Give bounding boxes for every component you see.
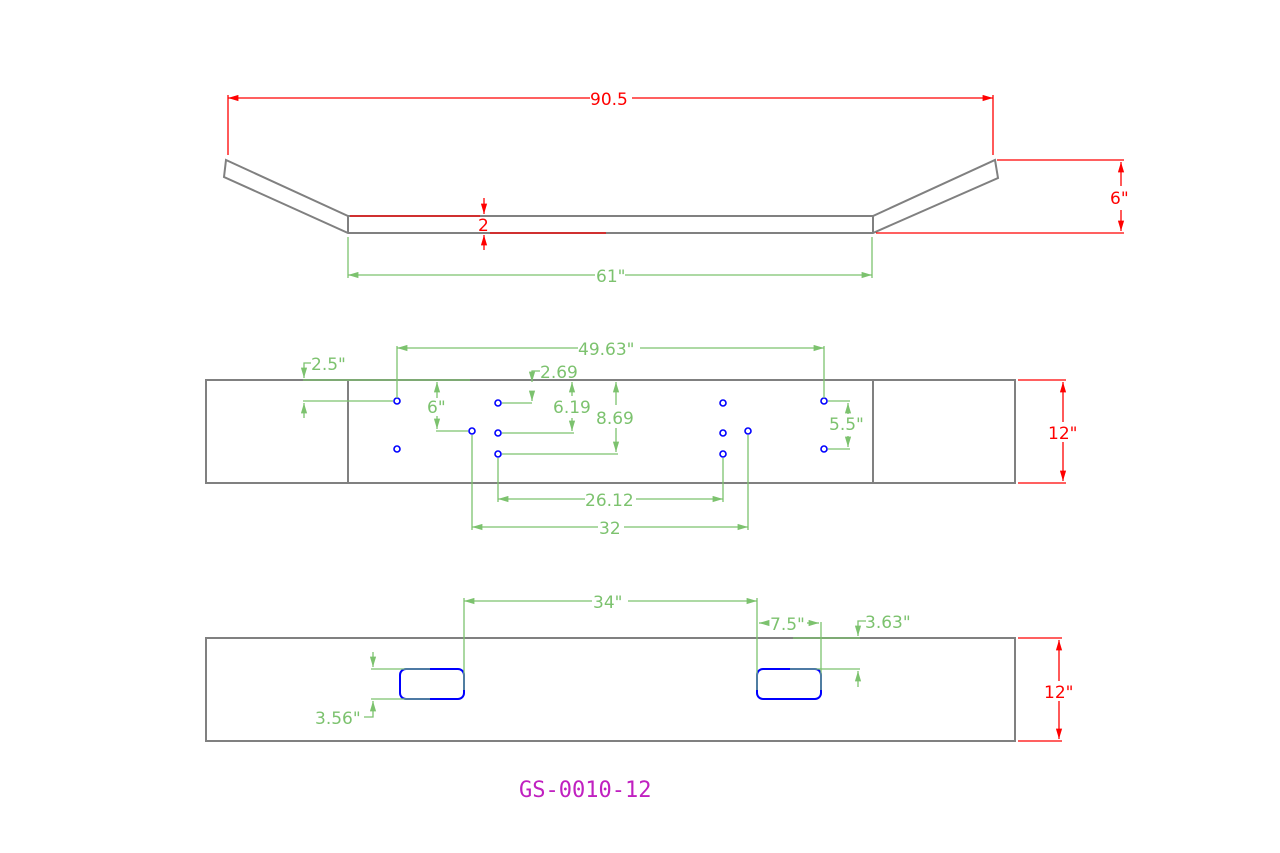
dim-label-overall-width: 90.5 bbox=[590, 90, 628, 110]
dim-slot-spacing: 34" bbox=[463, 593, 758, 690]
dim-back-height: 12" bbox=[1018, 637, 1073, 742]
dim-hole-span: 49.63" bbox=[396, 340, 825, 398]
dim-slot-top-offset: 3.63" bbox=[790, 613, 911, 687]
dim-label-top-hole-offset: 2.69 bbox=[540, 363, 578, 383]
mount-hole bbox=[393, 397, 401, 405]
mount-hole bbox=[494, 429, 502, 437]
back-plate-outline bbox=[205, 637, 1016, 742]
dim-front-height: 12" bbox=[1018, 379, 1077, 484]
dim-label-edge-offset: 2.5" bbox=[311, 355, 346, 375]
dim-label-wing-rise: 6" bbox=[1110, 189, 1129, 209]
part-number-title: GS-0010-12 bbox=[519, 778, 651, 803]
dim-inner-span: 26.12 bbox=[497, 458, 724, 511]
mount-hole bbox=[719, 399, 727, 407]
dim-label-center-length: 61" bbox=[596, 267, 625, 287]
dim-label-front-height: 12" bbox=[1048, 424, 1077, 444]
dim-label-hole-span: 49.63" bbox=[578, 340, 635, 360]
dim-slot-length: 7.5" bbox=[759, 615, 822, 690]
slot-left bbox=[399, 668, 465, 700]
dim-label-back-height: 12" bbox=[1044, 683, 1073, 703]
mount-hole bbox=[393, 445, 401, 453]
dim-center-length: 61" bbox=[347, 237, 873, 287]
dim-label-right-pair: 5.5" bbox=[829, 415, 864, 435]
bumper-profile bbox=[222, 158, 1000, 234]
dim-mid-offset: 6.19 bbox=[502, 382, 591, 434]
dim-label-outer-span: 32 bbox=[599, 519, 621, 539]
dim-label-slot-top-offset: 3.63" bbox=[865, 613, 911, 633]
mount-hole bbox=[820, 397, 828, 405]
mount-hole bbox=[719, 429, 727, 437]
front-view: 49.63" 2.5" 2.69 6" 6 bbox=[205, 340, 1077, 539]
mount-hole bbox=[494, 399, 502, 407]
dim-label-vertical-pair: 6" bbox=[427, 398, 446, 418]
dim-wing-rise: 6" bbox=[876, 159, 1129, 234]
back-view: 34" 7.5" 3.63" 3.56" bbox=[205, 593, 1073, 742]
dim-outer-span: 32 bbox=[471, 435, 749, 539]
dim-label-lower-offset: 8.69 bbox=[596, 409, 634, 429]
mount-hole bbox=[494, 450, 502, 458]
mount-hole bbox=[719, 450, 727, 458]
mount-hole bbox=[820, 445, 828, 453]
dim-label-mid-offset: 6.19 bbox=[553, 398, 591, 418]
front-plate-outline bbox=[205, 379, 1016, 484]
dim-thickness: 2 bbox=[350, 198, 606, 250]
mount-hole bbox=[744, 427, 752, 435]
dim-top-hole-offset: 2.69 bbox=[502, 363, 578, 404]
dim-overall-width: 90.5 bbox=[227, 90, 994, 155]
slot-right bbox=[756, 668, 822, 700]
dim-edge-offset: 2.5" bbox=[300, 355, 470, 418]
dim-label-slot-length: 7.5" bbox=[770, 615, 805, 635]
dim-lower-offset: 8.69 bbox=[502, 382, 634, 455]
dim-label-thickness: 2 bbox=[478, 216, 489, 236]
mount-hole bbox=[468, 427, 476, 435]
dim-label-inner-span: 26.12 bbox=[585, 491, 634, 511]
dim-slot-left-offset: 3.56" bbox=[315, 652, 430, 729]
dim-label-slot-spacing: 34" bbox=[593, 593, 622, 613]
top-view: 90.5 2 6" 61" bbox=[222, 90, 1129, 287]
dim-label-slot-left-offset: 3.56" bbox=[315, 709, 361, 729]
dim-vertical-pair: 6" bbox=[427, 382, 468, 432]
dim-right-pair: 5.5" bbox=[828, 400, 864, 450]
